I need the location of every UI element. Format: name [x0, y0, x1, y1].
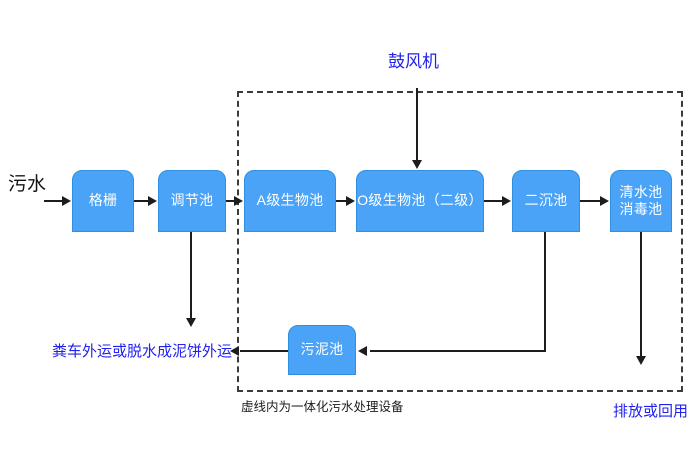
- inflow-label: 污水: [8, 174, 47, 195]
- connector-blower-to-o-bio: [416, 88, 418, 162]
- effluent-label: 排放或回用: [613, 403, 689, 420]
- node-grille[interactable]: 格栅: [72, 170, 134, 232]
- node-sludge-tank[interactable]: 污泥池: [288, 325, 356, 375]
- arrowhead-adjusting-to-a-bio: [234, 196, 243, 206]
- dashed-region-caption: 虚线内为一体化污水处理设备: [241, 400, 404, 414]
- connector-a-bio-to-o-bio: [336, 200, 348, 202]
- arrowhead-blower-to-o-bio: [412, 160, 422, 169]
- connector-adjusting-to-a-bio: [226, 200, 236, 202]
- node-o-stage-bio-tank[interactable]: O级生物池（二级）: [356, 170, 484, 232]
- arrowhead-inflow-to-grille: [62, 196, 71, 206]
- connector-clear-water-to-effluent: [640, 232, 642, 358]
- arrowhead-sludge-to-removal: [230, 346, 239, 356]
- arrowhead-secondary-to-sludge: [358, 346, 367, 356]
- arrowhead-a-bio-to-o-bio: [346, 196, 355, 206]
- connector-grille-to-adjusting: [134, 200, 150, 202]
- connector-o-bio-to-secondary: [484, 200, 504, 202]
- arrowhead-secondary-to-clear-water: [600, 196, 609, 206]
- node-a-stage-bio-tank[interactable]: A级生物池: [244, 170, 336, 232]
- arrowhead-adjusting-to-sludge-removal: [186, 318, 196, 327]
- blower-label: 鼓风机: [388, 52, 439, 71]
- sludge-outflow-label: 粪车外运或脱水成泥饼外运: [52, 343, 233, 360]
- connector-secondary-to-clear-water: [580, 200, 602, 202]
- connector-sludge-to-removal: [240, 350, 288, 352]
- arrowhead-grille-to-adjusting: [148, 196, 157, 206]
- connector-inflow-to-grille: [44, 200, 64, 202]
- arrowhead-o-bio-to-secondary: [502, 196, 511, 206]
- node-adjusting-tank[interactable]: 调节池: [158, 170, 226, 232]
- arrowhead-clear-water-to-effluent: [636, 356, 646, 365]
- node-clear-water-disinfection-tank[interactable]: 清水池 消毒池: [610, 170, 672, 232]
- node-secondary-settling-tank[interactable]: 二沉池: [512, 170, 580, 232]
- connector-adjusting-to-sludge-removal: [190, 232, 192, 320]
- connector-secondary-to-sludge-horizontal: [370, 350, 546, 352]
- connector-secondary-to-sludge-vertical: [544, 232, 546, 352]
